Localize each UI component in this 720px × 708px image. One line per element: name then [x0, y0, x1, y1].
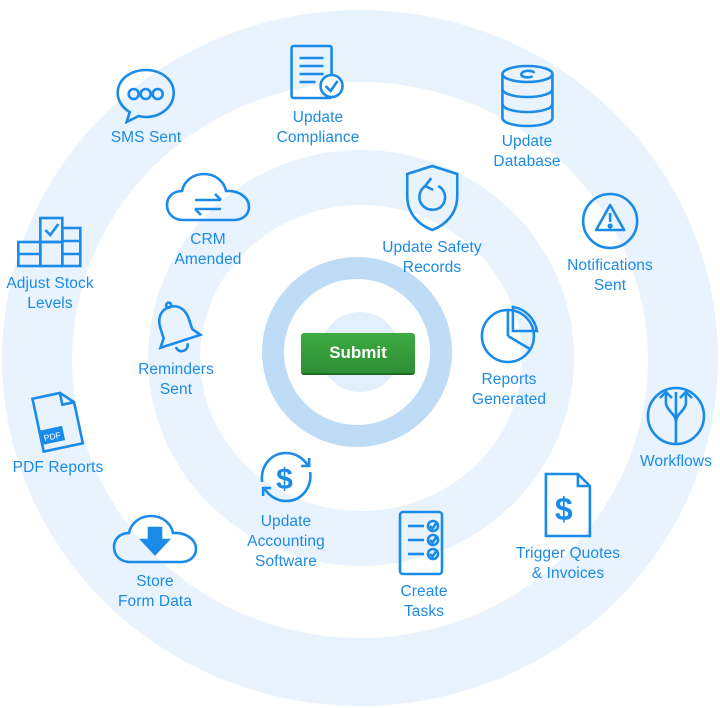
node-update-safety-records: Update Safety Records: [382, 162, 482, 278]
node-sms-sent: SMS Sent: [111, 66, 182, 148]
node-label: Trigger Quotes & Invoices: [515, 545, 621, 582]
submit-button[interactable]: Submit: [301, 333, 415, 373]
dollar-document-icon: $: [516, 470, 620, 540]
node-crm-amended: CRM Amended: [163, 168, 253, 270]
svg-text:$: $: [276, 463, 293, 496]
warning-icon: [567, 190, 653, 252]
node-label: Adjust Stock Levels: [6, 275, 94, 312]
node-pdf-reports: PDF PDF Reports: [13, 388, 104, 478]
node-label: SMS Sent: [110, 129, 182, 146]
dollar-cycle-icon: $: [247, 446, 325, 508]
cloud-sync-icon: [163, 168, 253, 226]
node-label: Store Form Data: [117, 573, 193, 610]
svg-text:$: $: [555, 491, 573, 527]
node-update-compliance: Update Compliance: [277, 42, 360, 148]
shield-refresh-icon: [382, 162, 482, 234]
pdf-file-icon: PDF: [13, 388, 104, 454]
node-label: Reminders Sent: [138, 361, 214, 398]
node-trigger-quotes-invoices: $ Trigger Quotes & Invoices: [516, 470, 620, 584]
node-label: Update Database: [493, 133, 561, 170]
node-adjust-stock-levels: Adjust Stock Levels: [6, 210, 94, 314]
node-create-tasks: Create Tasks: [396, 508, 452, 622]
node-label: Update Safety Records: [382, 239, 482, 276]
node-label: PDF Reports: [12, 459, 104, 476]
database-icon: [493, 64, 560, 128]
speech-bubble-icon: [111, 66, 182, 124]
node-update-database: Update Database: [493, 64, 560, 172]
task-list-icon: [396, 508, 452, 578]
node-label: CRM Amended: [174, 231, 242, 268]
node-reports-generated: Reports Generated: [472, 304, 546, 410]
svg-text:PDF: PDF: [43, 430, 62, 443]
node-workflows: Workflows: [640, 384, 712, 472]
pie-chart-icon: [472, 304, 546, 366]
node-label: Update Accounting Software: [247, 513, 325, 570]
node-label: Reports Generated: [471, 371, 547, 408]
checklist-document-icon: [277, 42, 360, 104]
node-label: Workflows: [639, 453, 713, 470]
bell-icon: [138, 300, 214, 356]
workflow-fork-icon: [640, 384, 712, 448]
node-reminders-sent: Reminders Sent: [138, 300, 214, 400]
stacked-boxes-icon: [6, 210, 93, 270]
node-label: Notifications Sent: [567, 257, 653, 294]
node-notifications-sent: Notifications Sent: [567, 190, 653, 296]
node-label: Update Compliance: [276, 109, 360, 146]
node-update-accounting-software: $ Update Accounting Software: [247, 446, 325, 572]
node-label: Create Tasks: [400, 583, 448, 620]
cloud-download-icon: [110, 512, 200, 568]
node-store-form-data: Store Form Data: [110, 512, 200, 612]
